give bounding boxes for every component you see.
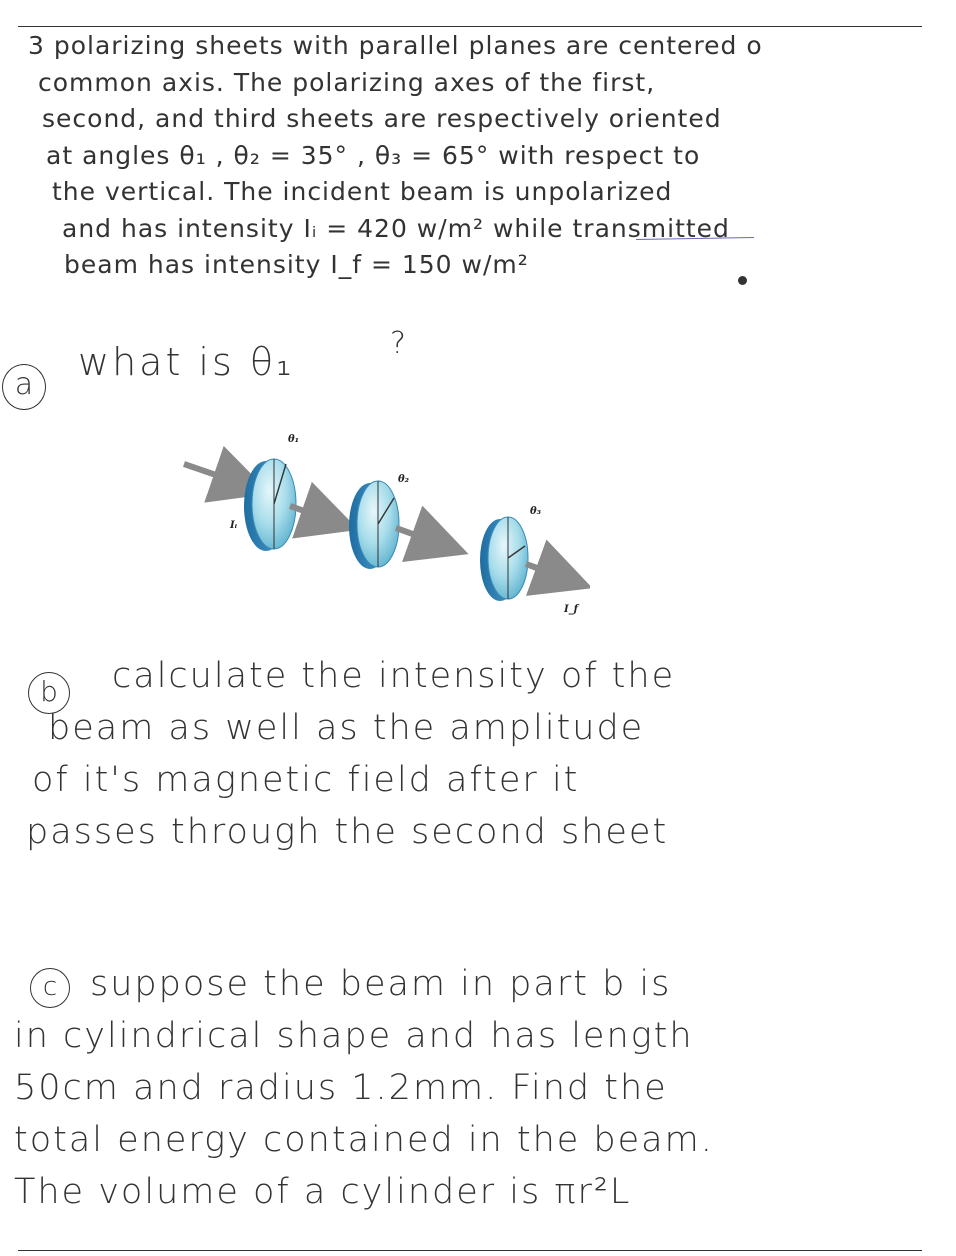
statement-line: second, and third sheets are respectivel… xyxy=(42,104,722,133)
statement-line: at angles θ₁ , θ₂ = 35° , θ₃ = 65° with … xyxy=(46,140,701,170)
question-mark: ? xyxy=(390,326,409,361)
part-a-text: what is θ₁ xyxy=(78,340,295,384)
polarizer-disk-2 xyxy=(349,480,400,569)
transmitted-arrow xyxy=(524,539,593,596)
top-rule xyxy=(18,26,922,27)
part-c-question: suppose the beam in part b is in cylindr… xyxy=(14,958,714,1218)
ink-dot xyxy=(738,276,747,285)
theta3-label: θ₃ xyxy=(530,506,542,517)
polarizer-disk-1 xyxy=(244,458,297,551)
part-c-line: 50cm and radius 1.2mm. Find the xyxy=(14,1068,668,1108)
statement-line: common axis. The polarizing axes of the … xyxy=(38,67,656,97)
statement-line: the vertical. The incident beam is unpol… xyxy=(52,177,673,206)
statement-line: beam has intensity I_f = 150 w/m² xyxy=(64,250,529,279)
part-b-question: calculate the intensity of the beam as w… xyxy=(26,650,675,858)
part-b-line: passes through the second sheet xyxy=(26,812,669,852)
part-c-line: suppose the beam in part b is xyxy=(90,964,672,1004)
theta2-label: θ₂ xyxy=(398,474,410,485)
part-c-marker: c xyxy=(30,968,70,1008)
beam-arrow-2 xyxy=(394,505,469,563)
part-c-line: in cylindrical shape and has length xyxy=(14,1016,694,1056)
part-b-marker: b xyxy=(28,672,70,714)
part-c-line: The volume of a cylinder is πr²L xyxy=(14,1172,632,1212)
polarizer-diagram xyxy=(183,445,593,601)
beam-arrow-1 xyxy=(289,481,359,539)
incident-arrow xyxy=(183,445,271,503)
final-intensity-label: I_f xyxy=(564,604,578,615)
part-b-line: of it's magnetic field after it xyxy=(32,760,580,800)
part-a-marker: a xyxy=(2,364,46,410)
problem-statement: 3 polarizing sheets with parallel planes… xyxy=(28,28,908,284)
polarizer-figure: θ₁ θ₂ θ₃ Iᵢ I_f xyxy=(170,424,593,634)
statement-line: and has intensity Iᵢ = 420 w/m² while tr… xyxy=(62,213,730,243)
part-c-line: total energy contained in the beam. xyxy=(14,1120,714,1160)
polarizer-disk-3 xyxy=(480,516,529,601)
bottom-rule xyxy=(18,1250,922,1251)
part-b-line: calculate the intensity of the xyxy=(112,656,676,696)
theta1-label: θ₁ xyxy=(288,434,300,445)
part-a-question: what is θ₁ ? xyxy=(78,326,406,384)
statement-line: 3 polarizing sheets with parallel planes… xyxy=(28,31,763,60)
part-b-line: beam as well as the amplitude xyxy=(48,708,645,748)
incident-intensity-label: Iᵢ xyxy=(230,520,238,531)
